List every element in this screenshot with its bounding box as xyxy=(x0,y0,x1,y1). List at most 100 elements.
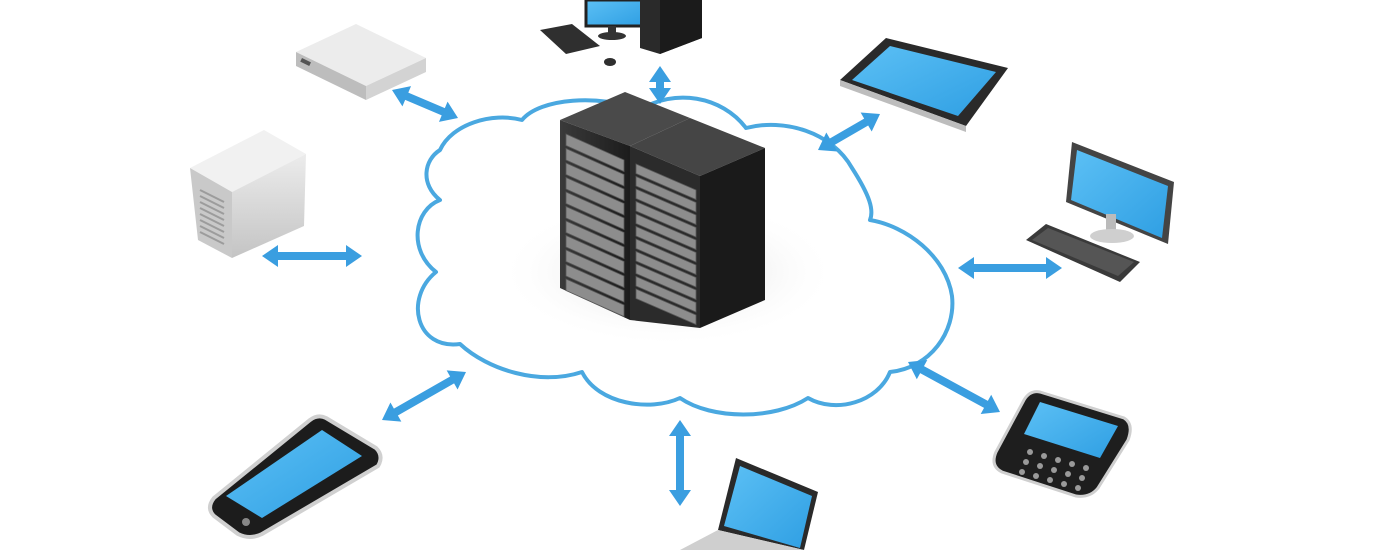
qwerty-phone-icon xyxy=(992,390,1132,498)
double-arrow-icon xyxy=(392,86,459,122)
nas-front xyxy=(296,52,366,100)
cloud-outline xyxy=(415,95,955,417)
link-laptop xyxy=(669,420,691,506)
link-tablet xyxy=(818,112,881,152)
double-arrow-icon xyxy=(908,359,1001,415)
double-arrow-icon xyxy=(669,420,691,506)
bb-key xyxy=(1033,473,1039,479)
bb-key xyxy=(1041,453,1047,459)
nas-top xyxy=(296,24,426,86)
bb-key xyxy=(1055,457,1061,463)
rack-drive-bay xyxy=(635,200,697,238)
double-arrow-icon xyxy=(818,112,881,152)
link-blackberry-phone xyxy=(908,359,1001,415)
pc-monitor-screen xyxy=(584,0,644,28)
rack-drive-bay xyxy=(635,250,697,288)
rack-drive-bay xyxy=(565,278,625,318)
bb-key xyxy=(1019,469,1025,475)
monitor-screen xyxy=(1071,150,1168,238)
bb-key xyxy=(1023,459,1029,465)
tower-vent xyxy=(199,219,225,233)
monitor-keyboard-icon xyxy=(1026,142,1174,282)
rack-drive-bay xyxy=(635,213,697,251)
rack-drive-bay xyxy=(565,205,625,245)
bb-key xyxy=(1027,449,1033,455)
pc-monitor-base xyxy=(598,32,626,40)
tower-top xyxy=(190,130,306,192)
tower-vent xyxy=(199,189,225,203)
rack-side xyxy=(700,148,765,328)
rack-drive-bay xyxy=(565,162,625,202)
double-arrow-icon xyxy=(958,257,1062,279)
bb-key xyxy=(1069,461,1075,467)
pc-keyboard xyxy=(540,24,600,54)
rack-drive-bay xyxy=(635,263,697,301)
bb-key xyxy=(1075,485,1081,491)
tower-server-icon xyxy=(190,130,306,258)
nas-box-icon xyxy=(296,24,426,100)
pc-tower-side xyxy=(660,0,702,54)
link-desktop-pc xyxy=(649,66,671,104)
bb-key xyxy=(1047,477,1053,483)
monitor-base xyxy=(1090,229,1134,243)
bb-screen xyxy=(1024,402,1118,458)
bb-key xyxy=(1061,481,1067,487)
bb-key xyxy=(1051,467,1057,473)
rack-drive-bay xyxy=(635,188,697,226)
nas-side xyxy=(366,58,426,100)
tower-vent xyxy=(199,207,225,221)
pc-mouse xyxy=(604,58,616,66)
double-arrow-icon xyxy=(262,245,362,267)
bb-key xyxy=(1079,475,1085,481)
server-rack-icon xyxy=(560,92,765,328)
tower-vent xyxy=(199,213,225,227)
rack-drive-bay xyxy=(565,234,625,274)
phone-home-button xyxy=(242,518,250,526)
tablet-edge xyxy=(840,80,966,132)
phone-screen xyxy=(226,430,362,518)
rack-drive-bay xyxy=(635,163,697,201)
rack-drive-bay xyxy=(565,220,625,260)
link-arrows xyxy=(262,66,1062,506)
tower-vent xyxy=(199,201,225,215)
tower-vent xyxy=(199,231,225,245)
smartphone-icon xyxy=(208,414,383,539)
laptop-base xyxy=(680,530,804,550)
rack-drive-bay xyxy=(635,175,697,213)
tower-side xyxy=(232,154,306,258)
rack-drive-bay xyxy=(635,288,697,326)
rack-drive-bay xyxy=(565,191,625,231)
rack-top-left xyxy=(560,92,690,146)
desktop-tower-icon xyxy=(540,0,702,66)
rack-drive-bay xyxy=(565,249,625,289)
link-network-storage xyxy=(392,86,459,122)
bb-key xyxy=(1037,463,1043,469)
rack-top-right xyxy=(630,118,765,176)
tablet-screen xyxy=(852,46,996,116)
bb-key xyxy=(1083,465,1089,471)
link-smartphone xyxy=(382,370,467,422)
rack-drive-bay xyxy=(565,147,625,187)
monitor-keyboard-keys xyxy=(1032,228,1134,276)
double-arrow-icon xyxy=(382,370,467,422)
rack-drive-bay xyxy=(565,176,625,216)
rack-drive-bay xyxy=(565,263,625,303)
tower-vent xyxy=(199,195,225,209)
rack-drive-bay xyxy=(565,133,625,173)
bb-key xyxy=(1065,471,1071,477)
monitor-stand xyxy=(1106,214,1116,232)
rack-drive-bay xyxy=(635,238,697,276)
pc-monitor-stand xyxy=(608,26,616,34)
double-arrow-icon xyxy=(649,66,671,104)
tablet-icon xyxy=(840,38,1008,132)
nas-port xyxy=(300,57,311,66)
rack-drive-bay xyxy=(635,275,697,313)
rack-drive-bay xyxy=(635,225,697,263)
link-tower-server xyxy=(262,245,362,267)
laptop-icon xyxy=(680,458,818,550)
link-desktop-monitor xyxy=(958,257,1062,279)
tower-vent xyxy=(199,225,225,239)
laptop-screen xyxy=(724,466,812,548)
